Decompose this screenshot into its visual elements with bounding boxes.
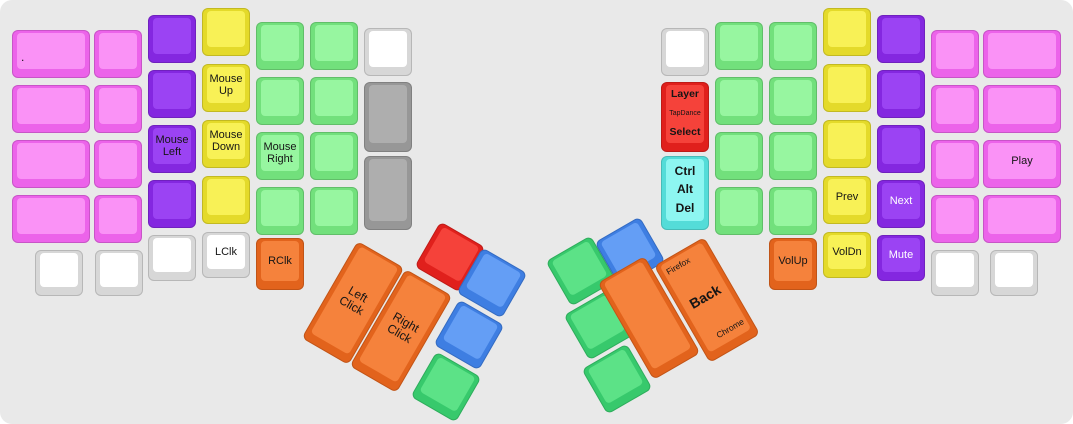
tapdance-line: TapDance <box>669 110 701 118</box>
del-line: Del <box>675 200 695 215</box>
key-blank[interactable] <box>310 77 358 125</box>
key-blank[interactable] <box>931 195 979 243</box>
key-mouse-down[interactable]: Mouse Down <box>202 120 250 168</box>
key-blank[interactable] <box>983 30 1061 78</box>
key-label: Mouse Left <box>155 133 189 158</box>
key-label: Layer TapDance Select <box>665 85 705 143</box>
back-line: Back <box>686 281 724 312</box>
key-blank[interactable] <box>256 187 304 235</box>
key-blank[interactable] <box>94 30 142 78</box>
key-layer-tapdance-select[interactable]: Layer TapDance Select <box>661 82 709 152</box>
select-line: Select <box>669 126 701 139</box>
key-blank[interactable] <box>769 77 817 125</box>
key-blank[interactable] <box>931 85 979 133</box>
key-blank[interactable] <box>310 132 358 180</box>
key-blank[interactable] <box>661 28 709 76</box>
key-label: Ctrl Alt Del <box>665 159 705 221</box>
key-label: Mouse Right <box>263 140 297 165</box>
key-blank[interactable] <box>877 70 925 118</box>
key-blank[interactable] <box>12 195 90 243</box>
key-blank[interactable] <box>823 120 871 168</box>
key-label: LClk <box>214 245 237 258</box>
key-blank[interactable] <box>310 22 358 70</box>
key-label: VolUp <box>778 254 808 267</box>
layer-line: Layer <box>670 88 700 100</box>
key-blank[interactable] <box>95 250 143 296</box>
key-label: Next <box>889 194 913 207</box>
key-blank[interactable] <box>931 140 979 188</box>
chrome-line: Chrome <box>714 316 746 341</box>
key-blank[interactable] <box>931 250 979 296</box>
key-blank[interactable] <box>12 140 90 188</box>
key-label: . <box>21 49 25 64</box>
key-label: VolDn <box>832 245 862 258</box>
key-blank[interactable] <box>983 85 1061 133</box>
key-blank[interactable] <box>148 70 196 118</box>
key-blank[interactable] <box>202 8 250 56</box>
key-voldn[interactable]: VolDn <box>823 232 871 278</box>
key-dot[interactable]: . <box>12 30 90 78</box>
key-label: Mouse Up <box>209 72 243 97</box>
key-blank[interactable] <box>769 187 817 235</box>
key-label: Mouse Down <box>209 128 243 153</box>
alt-line: Alt <box>677 182 693 197</box>
key-ctrl-alt-del[interactable]: Ctrl Alt Del <box>661 156 709 230</box>
key-blank[interactable] <box>148 180 196 228</box>
key-blank[interactable] <box>877 125 925 173</box>
key-prev[interactable]: Prev <box>823 176 871 224</box>
key-blank[interactable] <box>877 15 925 63</box>
key-blank[interactable] <box>364 156 412 230</box>
key-blank[interactable] <box>94 85 142 133</box>
key-blank[interactable] <box>769 22 817 70</box>
key-blank[interactable] <box>148 235 196 281</box>
key-blank[interactable] <box>35 250 83 296</box>
key-blank[interactable] <box>94 195 142 243</box>
key-label: Mute <box>888 248 914 261</box>
key-rclk[interactable]: RClk <box>256 238 304 290</box>
key-mouse-right[interactable]: Mouse Right <box>256 132 304 180</box>
key-mouse-up[interactable]: Mouse Up <box>202 64 250 112</box>
key-blank[interactable] <box>364 28 412 76</box>
key-blank[interactable] <box>715 132 763 180</box>
key-label: Play <box>1011 154 1033 167</box>
key-mouse-left[interactable]: Mouse Left <box>148 125 196 173</box>
key-blank[interactable] <box>12 85 90 133</box>
key-blank[interactable] <box>769 132 817 180</box>
key-lclk[interactable]: LClk <box>202 232 250 278</box>
key-blank[interactable] <box>364 82 412 152</box>
key-mute[interactable]: Mute <box>877 235 925 281</box>
ctrl-line: Ctrl <box>674 164 696 178</box>
key-volup[interactable]: VolUp <box>769 238 817 290</box>
key-blank[interactable] <box>310 187 358 235</box>
key-next[interactable]: Next <box>877 180 925 228</box>
key-blank[interactable] <box>823 8 871 56</box>
key-blank[interactable] <box>256 22 304 70</box>
key-blank[interactable] <box>990 250 1038 296</box>
firefox-line: Firefox <box>664 255 692 277</box>
key-blank[interactable] <box>823 64 871 112</box>
key-blank[interactable] <box>202 176 250 224</box>
key-blank[interactable] <box>715 77 763 125</box>
key-blank[interactable] <box>715 187 763 235</box>
key-blank[interactable] <box>715 22 763 70</box>
key-label: RClk <box>268 254 292 267</box>
key-play[interactable]: Play <box>983 140 1061 188</box>
key-label: Prev <box>835 190 859 203</box>
key-blank[interactable] <box>983 195 1061 243</box>
key-blank[interactable] <box>94 140 142 188</box>
key-blank[interactable] <box>148 15 196 63</box>
key-blank[interactable] <box>256 77 304 125</box>
key-blank[interactable] <box>931 30 979 78</box>
